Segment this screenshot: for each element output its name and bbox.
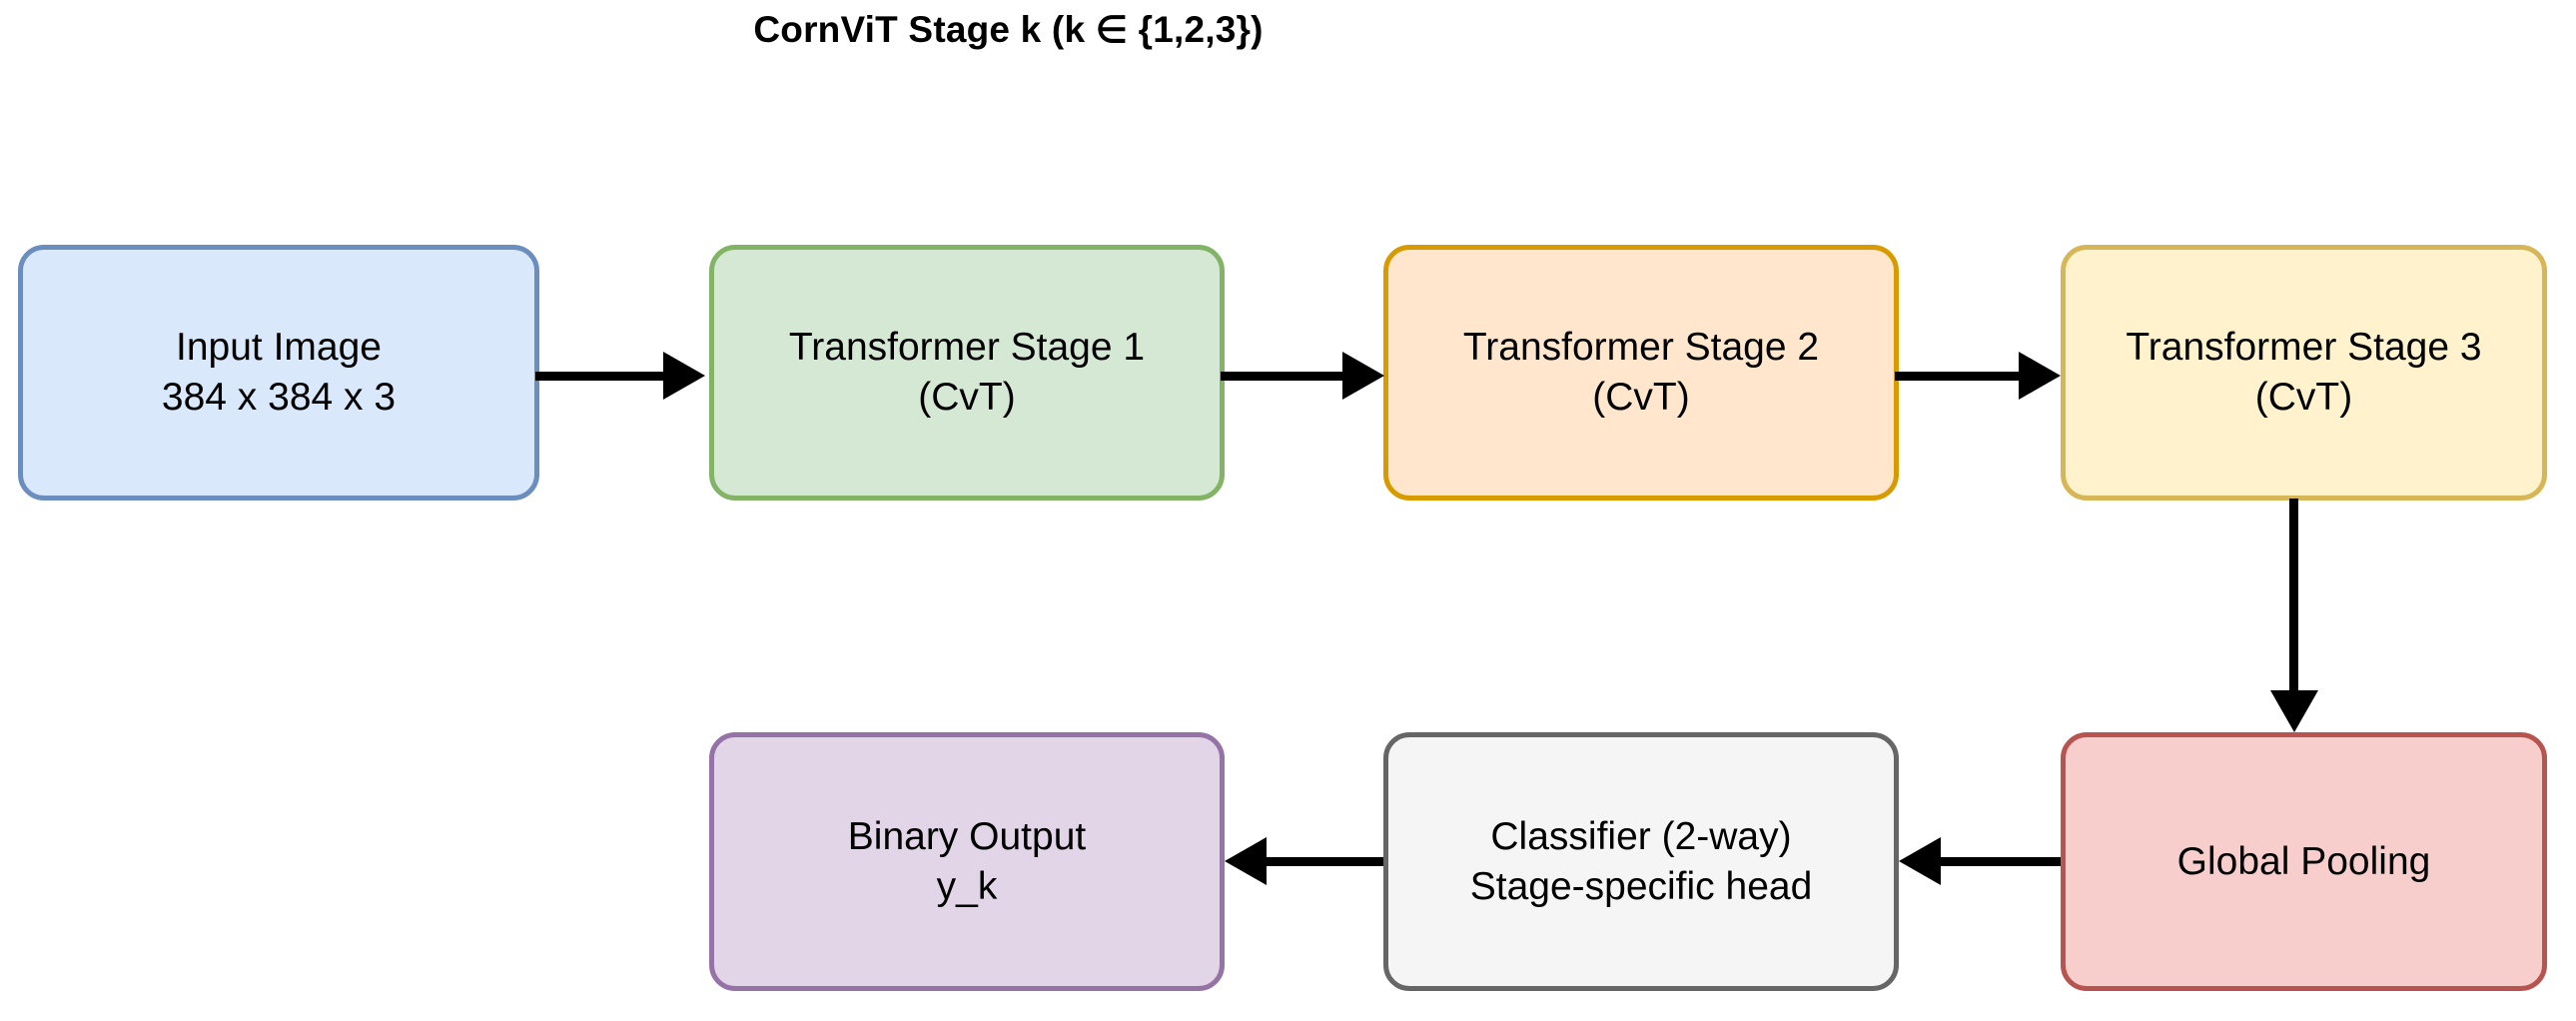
diagram-title: CornViT Stage k (k ∈ {1,2,3}) [753, 9, 1264, 50]
edge-input-to-stage1-line [535, 372, 663, 381]
node-classifier-line1: Classifier (2-way) [1490, 814, 1792, 858]
node-classifier-line2: Stage-specific head [1469, 864, 1813, 908]
node-transformer-stage-2-line1: Transformer Stage 2 [1462, 326, 1820, 370]
edge-globalpool-to-classifier-arrowhead-icon [1899, 837, 1941, 885]
edge-stage2-to-stage3-line [1895, 372, 2019, 381]
node-transformer-stage-3-line1: Transformer Stage 3 [2126, 326, 2482, 370]
node-transformer-stage-1-line1: Transformer Stage 1 [788, 326, 1146, 370]
edge-globalpool-to-classifier-line [1941, 857, 2061, 866]
edge-stage3-to-globalpool-line [2289, 499, 2298, 690]
edge-stage1-to-stage2-line [1221, 372, 1342, 381]
node-transformer-stage-3-line2: (CvT) [2254, 376, 2353, 419]
node-global-pooling[interactable]: Global Pooling [2061, 732, 2547, 991]
edge-classifier-to-binaryoutput-line [1267, 857, 1383, 866]
node-binary-output[interactable]: Binary Output y_k [709, 732, 1225, 991]
node-input-image-line1: Input Image [176, 326, 382, 370]
edge-stage1-to-stage2-arrowhead-icon [1342, 352, 1384, 400]
node-binary-output-line2: y_k [936, 864, 998, 908]
edge-stage2-to-stage3-arrowhead-icon [2019, 352, 2061, 400]
edge-input-to-stage1-arrowhead-icon [663, 352, 705, 400]
node-transformer-stage-2[interactable]: Transformer Stage 2 (CvT) [1383, 245, 1899, 501]
node-transformer-stage-3[interactable]: Transformer Stage 3 (CvT) [2061, 245, 2547, 501]
node-global-pooling-line1: Global Pooling [2176, 839, 2431, 883]
node-transformer-stage-1[interactable]: Transformer Stage 1 (CvT) [709, 245, 1225, 501]
edge-stage3-to-globalpool-arrowhead-icon [2270, 690, 2318, 732]
node-transformer-stage-1-line2: (CvT) [918, 376, 1016, 419]
node-transformer-stage-2-line2: (CvT) [1592, 376, 1690, 419]
node-input-image[interactable]: Input Image 384 x 384 x 3 [18, 245, 539, 501]
node-input-image-line2: 384 x 384 x 3 [161, 376, 397, 419]
edge-classifier-to-binaryoutput-arrowhead-icon [1225, 837, 1267, 885]
node-binary-output-line1: Binary Output [847, 814, 1087, 858]
node-classifier[interactable]: Classifier (2-way) Stage-specific head [1383, 732, 1899, 991]
